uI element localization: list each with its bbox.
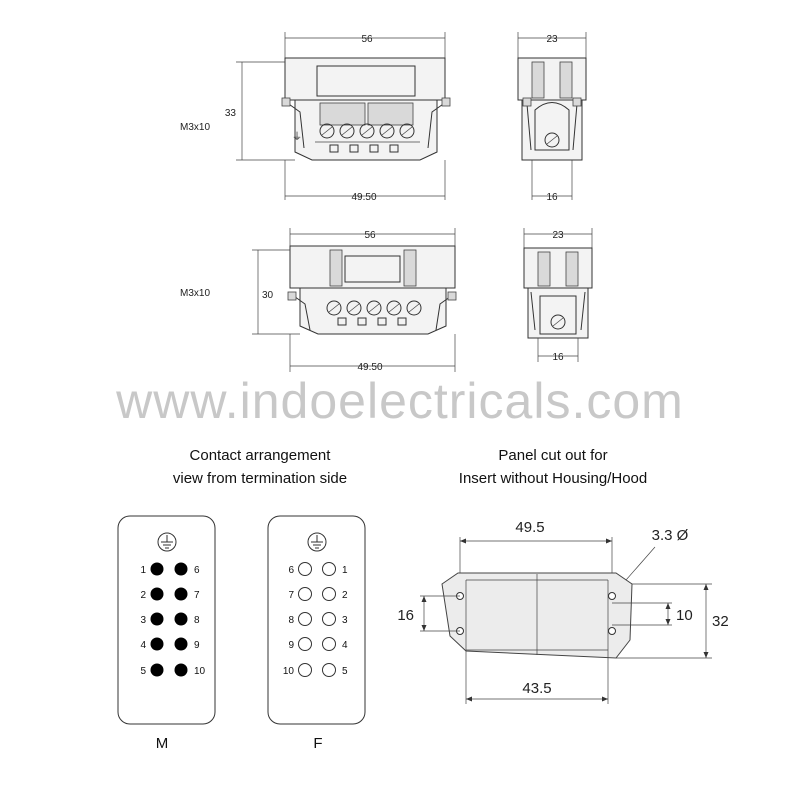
male-terminal-screws [319, 123, 415, 139]
svg-text:4: 4 [342, 640, 348, 651]
female-side-width-bottom: 16 [552, 352, 564, 363]
panel-caption-line-2: Insert without Housing/Hood [459, 470, 647, 487]
pin-9: 9 [174, 637, 200, 651]
svg-text:3: 3 [140, 615, 146, 626]
svg-text:10: 10 [194, 666, 206, 677]
male-side-view: 23 16 [517, 32, 587, 203]
pin-3: 3 [140, 612, 164, 626]
svg-text:8: 8 [194, 615, 200, 626]
contact-caption-line-1: Contact arrangement [190, 447, 332, 464]
female-right-pins: 1 2 3 4 5 [322, 562, 348, 677]
svg-text:9: 9 [194, 640, 200, 651]
socket-7: 7 [288, 587, 312, 601]
female-insert-face: 6 7 8 9 10 1 2 3 4 5 F [267, 515, 366, 752]
socket-6: 6 [288, 562, 312, 576]
socket-8: 8 [288, 612, 312, 626]
panel-cutout: 49.5 3.3 Ø 16 10 [397, 519, 729, 704]
panel-height-left: 16 [397, 607, 414, 624]
female-height: 30 [262, 290, 274, 301]
socket-10: 10 [283, 663, 312, 677]
svg-text:6: 6 [194, 565, 200, 576]
svg-text:8: 8 [288, 615, 294, 626]
pin-6: 6 [174, 562, 200, 576]
watermark: www.indoelectricals.com [115, 373, 684, 429]
pin-4: 4 [140, 637, 164, 651]
panel-width-top: 49.5 [515, 519, 544, 536]
svg-text:⏚: ⏚ [292, 131, 302, 143]
svg-text:7: 7 [194, 590, 200, 601]
panel-caption-line-1: Panel cut out for [498, 447, 607, 464]
ground-icon [157, 532, 177, 552]
pin-1: 1 [140, 562, 164, 576]
svg-text:7: 7 [288, 590, 294, 601]
male-left-pins: 1 2 3 4 5 [140, 562, 164, 677]
ground-icon [307, 532, 327, 552]
male-front-view: 56 ⏚ 33 M3x10 [180, 32, 451, 203]
male-label: M [156, 735, 169, 752]
svg-text:9: 9 [288, 640, 294, 651]
svg-text:3: 3 [342, 615, 348, 626]
pin-5: 5 [140, 663, 164, 677]
pin-8: 8 [174, 612, 200, 626]
female-left-pins: 6 7 8 9 10 [283, 562, 312, 677]
pin-10: 10 [174, 663, 206, 677]
female-width-top: 56 [364, 230, 376, 241]
svg-text:2: 2 [342, 590, 348, 601]
female-terminal-screws [326, 300, 422, 316]
svg-text:2: 2 [140, 590, 146, 601]
pin-7: 7 [174, 587, 200, 601]
socket-2: 2 [322, 587, 348, 601]
socket-3: 3 [322, 612, 348, 626]
contact-caption-line-2: view from termination side [173, 470, 347, 487]
svg-text:10: 10 [283, 666, 295, 677]
male-side-width-bottom: 16 [546, 192, 558, 203]
svg-text:1: 1 [140, 565, 146, 576]
panel-height-right: 32 [712, 613, 729, 630]
panel-height-inner: 10 [676, 607, 693, 624]
female-side-width-top: 23 [552, 230, 564, 241]
male-height: 33 [225, 108, 237, 119]
male-side-width-top: 23 [546, 34, 558, 45]
male-right-pins: 6 7 8 9 10 [174, 562, 206, 677]
svg-text:4: 4 [140, 640, 146, 651]
female-screw-size: M3x10 [180, 288, 210, 299]
socket-5: 5 [322, 663, 348, 677]
socket-9: 9 [288, 637, 312, 651]
panel-width-bottom: 43.5 [522, 680, 551, 697]
female-front-view: 56 30 M3x10 49.50 [180, 228, 457, 373]
female-label: F [313, 735, 322, 752]
male-screw-size: M3x10 [180, 122, 210, 133]
svg-text:6: 6 [288, 565, 294, 576]
female-side-view: 23 16 [523, 228, 593, 363]
socket-4: 4 [322, 637, 348, 651]
male-insert-face: 1 2 3 4 5 6 7 8 9 10 M [117, 515, 216, 752]
female-width-bottom: 49.50 [357, 362, 382, 373]
svg-text:5: 5 [342, 666, 348, 677]
male-width-bottom: 49.50 [351, 192, 376, 203]
male-width-top: 56 [361, 34, 373, 45]
panel-hole-diameter: 3.3 Ø [652, 527, 689, 544]
pin-2: 2 [140, 587, 164, 601]
svg-text:1: 1 [342, 565, 348, 576]
socket-1: 1 [322, 562, 348, 576]
svg-text:5: 5 [140, 666, 146, 677]
